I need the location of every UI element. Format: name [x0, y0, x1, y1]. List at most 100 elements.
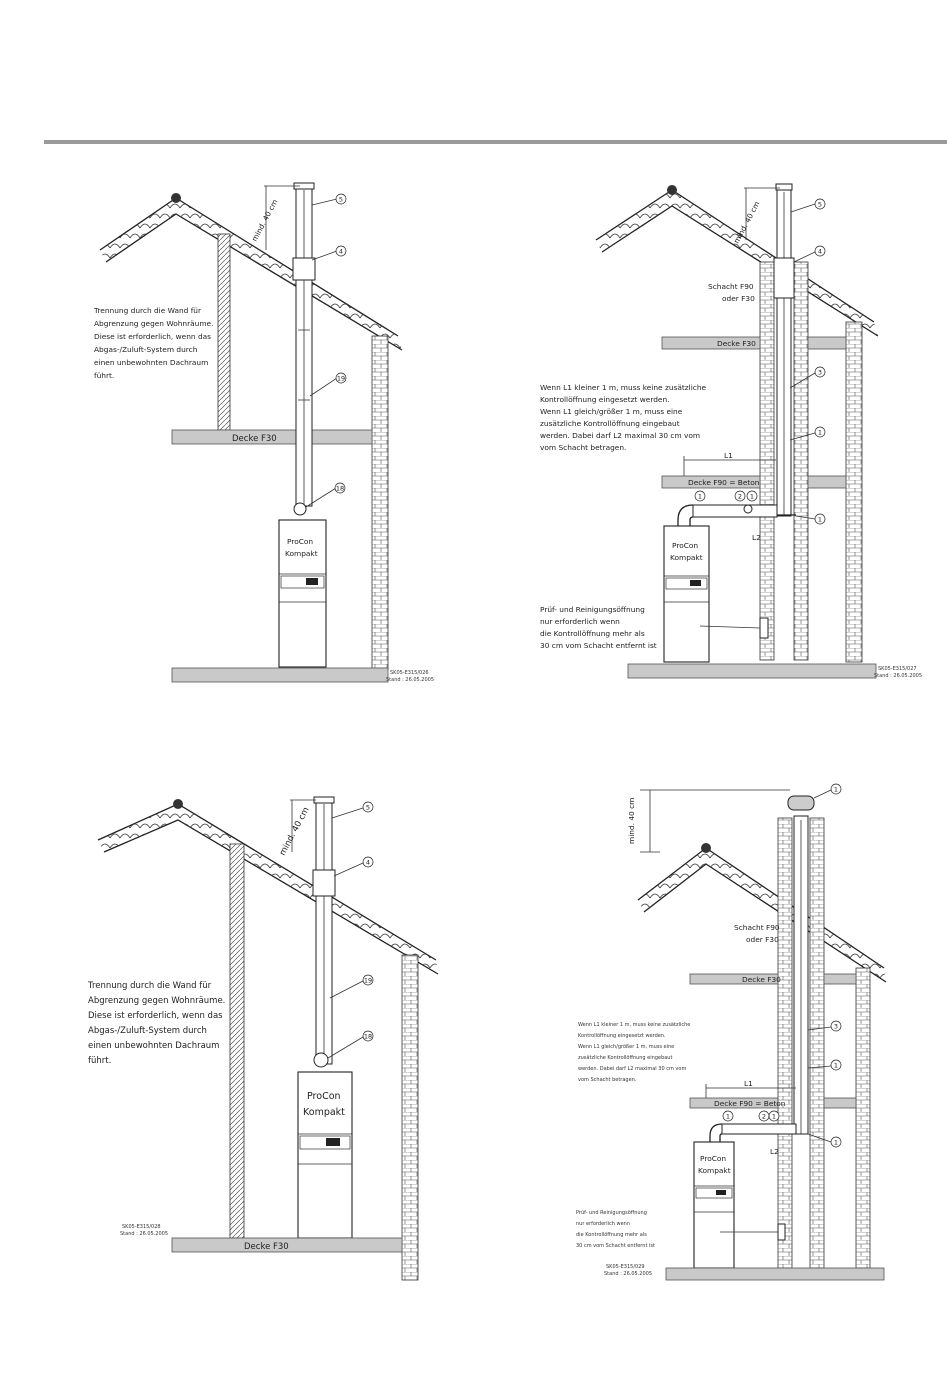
svg-text:Abgrenzung gegen Wohnräume.: Abgrenzung gegen Wohnräume.: [94, 319, 213, 328]
l1-label: L1: [724, 451, 733, 460]
length-note: Wenn L1 kleiner 1 m, muss keine zusätzli…: [540, 383, 707, 452]
svg-text:Diese ist erforderlich, wenn d: Diese ist erforderlich, wenn das: [88, 1011, 223, 1021]
brick-wall: [845, 321, 863, 663]
svg-text:SK05-E315/029: SK05-E315/029: [606, 1264, 645, 1270]
svg-text:1: 1: [698, 493, 702, 501]
boiler-label-1: ProCon: [287, 537, 313, 546]
svg-text:1: 1: [834, 786, 838, 794]
svg-text:SK05-E315/028: SK05-E315/028: [122, 1224, 161, 1230]
svg-text:mind. 40 cm: mind. 40 cm: [278, 806, 312, 858]
svg-text:L2: L2: [770, 1147, 779, 1156]
svg-text:5: 5: [818, 201, 822, 209]
svg-text:einen unbewohnten Dachraum: einen unbewohnten Dachraum: [88, 1041, 219, 1051]
svg-text:1: 1: [834, 1139, 838, 1147]
callout-18: 18: [336, 485, 344, 493]
svg-text:ProCon: ProCon: [307, 1091, 341, 1102]
svg-text:zusätzliche Kontrollöffnung ei: zusätzliche Kontrollöffnung eingebaut: [540, 419, 680, 428]
svg-text:Abgas-/Zuluft-System durch: Abgas-/Zuluft-System durch: [94, 345, 198, 354]
svg-text:Prüf- und Reinigungsöffnung: Prüf- und Reinigungsöffnung: [576, 1210, 647, 1216]
floor-slab: [171, 667, 389, 683]
ceiling-slab: [171, 429, 373, 445]
svg-text:Prüf- und Reinigungsöffnung: Prüf- und Reinigungsöffnung: [540, 605, 645, 614]
length-note: Wenn L1 kleiner 1 m, muss keine zusätzli…: [578, 1022, 690, 1083]
svg-text:Kompakt: Kompakt: [698, 1166, 731, 1175]
svg-text:die Kontrollöffnung mehr als: die Kontrollöffnung mehr als: [540, 629, 645, 638]
boiler: ProCon Kompakt: [278, 519, 327, 668]
diagram-bottom-right: mind. 40 cm Decke F30 Decke F90 = Beton …: [576, 783, 887, 1281]
svg-text:Decke F90 = Beton: Decke F90 = Beton: [714, 1099, 786, 1108]
svg-text:Diese ist erforderlich, wenn d: Diese ist erforderlich, wenn das: [94, 332, 211, 341]
shaft-label-2: oder F30: [722, 294, 755, 303]
callout-4: 4: [339, 248, 343, 256]
svg-text:L1: L1: [744, 1079, 753, 1088]
svg-text:30 cm vom Schacht entfernt ist: 30 cm vom Schacht entfernt ist: [540, 641, 657, 650]
separation-note: Trennung durch die Wand für Abgrenzung g…: [87, 981, 225, 1066]
svg-text:oder F30: oder F30: [746, 935, 779, 944]
diagram-bottom-left: mind. 40 cm 5 4 19 18 Trennung durch die…: [87, 796, 439, 1281]
svg-text:Wenn L1 kleiner 1 m, muss kein: Wenn L1 kleiner 1 m, muss keine zusätzli…: [540, 383, 707, 392]
svg-text:1: 1: [834, 1062, 838, 1070]
svg-text:19: 19: [364, 977, 372, 985]
svg-text:ProCon: ProCon: [672, 541, 698, 550]
ceiling-label: Decke F30: [232, 434, 277, 444]
svg-text:4: 4: [366, 859, 370, 867]
svg-text:2: 2: [738, 493, 742, 501]
svg-text:1: 1: [750, 493, 754, 501]
callout-19: 19: [337, 375, 345, 383]
svg-text:Wenn L1 gleich/größer 1 m, mus: Wenn L1 gleich/größer 1 m, muss eine: [540, 407, 683, 416]
svg-text:4: 4: [818, 248, 822, 256]
boiler: ProCon Kompakt: [693, 1141, 735, 1269]
inspection-note: Prüf- und Reinigungsöffnung nur erforder…: [576, 1210, 655, 1249]
svg-text:führt.: führt.: [94, 371, 114, 380]
svg-text:1: 1: [772, 1113, 776, 1121]
svg-text:3: 3: [818, 369, 822, 377]
svg-text:werden. Dabei darf L2 maximal: werden. Dabei darf L2 maximal 30 cm vom: [578, 1066, 686, 1072]
ceiling-label: Decke F30: [717, 339, 756, 348]
svg-text:die Kontrollöffnung mehr als: die Kontrollöffnung mehr als: [576, 1232, 647, 1238]
concrete-ceiling-label: Decke F90 = Beton: [688, 478, 760, 487]
svg-text:Stand : 26.05.2005: Stand : 26.05.2005: [874, 673, 922, 679]
min-height-label: mind. 40 cm: [250, 198, 280, 243]
separation-note: Trennung durch die Wand für Abgrenzung g…: [93, 306, 213, 380]
svg-text:18: 18: [364, 1033, 372, 1041]
partition-wall: [217, 233, 231, 431]
svg-text:vom Schacht betragen.: vom Schacht betragen.: [578, 1077, 637, 1083]
svg-text:Schacht F90: Schacht F90: [734, 923, 780, 932]
svg-text:5: 5: [366, 804, 370, 812]
svg-text:3: 3: [834, 1023, 838, 1031]
svg-text:Stand : 26.05.2005: Stand : 26.05.2005: [604, 1271, 652, 1277]
svg-text:SK05-E315/027: SK05-E315/027: [878, 666, 917, 672]
svg-text:ProCon: ProCon: [700, 1154, 726, 1163]
svg-text:Wenn L1 kleiner 1 m, muss kein: Wenn L1 kleiner 1 m, muss keine zusätzli…: [578, 1022, 690, 1028]
svg-text:30 cm vom Schacht entfernt ist: 30 cm vom Schacht entfernt ist: [576, 1243, 655, 1249]
svg-text:nur erforderlich wenn: nur erforderlich wenn: [576, 1221, 630, 1227]
shaft-wall-left: [759, 261, 775, 661]
svg-text:Kompakt: Kompakt: [303, 1107, 345, 1118]
header-rule: [44, 140, 947, 144]
svg-text:Decke F30: Decke F30: [742, 975, 781, 984]
shaft-label-1: Schacht F90: [708, 282, 754, 291]
svg-text:1: 1: [818, 516, 822, 524]
svg-text:nur erforderlich wenn: nur erforderlich wenn: [540, 617, 620, 626]
svg-text:Stand : 26.05.2005: Stand : 26.05.2005: [120, 1231, 168, 1237]
svg-text:Abgas-/Zuluft-System durch: Abgas-/Zuluft-System durch: [88, 1026, 207, 1036]
svg-text:Abgrenzung gegen Wohnräume.: Abgrenzung gegen Wohnräume.: [88, 996, 225, 1006]
svg-text:einen unbewohnten Dachraum: einen unbewohnten Dachraum: [94, 358, 208, 367]
drawing-stamp-1: SK05-E315/026: [390, 670, 429, 676]
drawing-stamp-2: Stand : 26.05.2005: [386, 677, 434, 683]
svg-text:2: 2: [762, 1113, 766, 1121]
svg-text:Trennung durch die Wand für: Trennung durch die Wand für: [93, 306, 202, 315]
svg-text:Wenn L1 gleich/größer 1 m, mus: Wenn L1 gleich/größer 1 m, muss eine: [578, 1044, 674, 1050]
svg-text:führt.: führt.: [88, 1056, 111, 1066]
diagram-top-left: Decke F30 mind. 40 cm 5 4 19 18 Trennung…: [93, 182, 434, 683]
svg-text:1: 1: [726, 1113, 730, 1121]
svg-text:Kontrollöffnung eingesetzt wer: Kontrollöffnung eingesetzt werden.: [578, 1033, 666, 1039]
svg-text:Trennung durch die Wand für: Trennung durch die Wand für: [87, 981, 212, 991]
brick-wall: [371, 335, 389, 671]
svg-text:Decke F30: Decke F30: [244, 1242, 289, 1252]
boiler: ProCon Kompakt: [663, 525, 710, 663]
callout-5: 5: [339, 196, 343, 204]
svg-text:werden. Dabei darf L2 maximal: werden. Dabei darf L2 maximal 30 cm vom: [540, 431, 700, 440]
boiler: ProCon Kompakt: [297, 1071, 353, 1239]
